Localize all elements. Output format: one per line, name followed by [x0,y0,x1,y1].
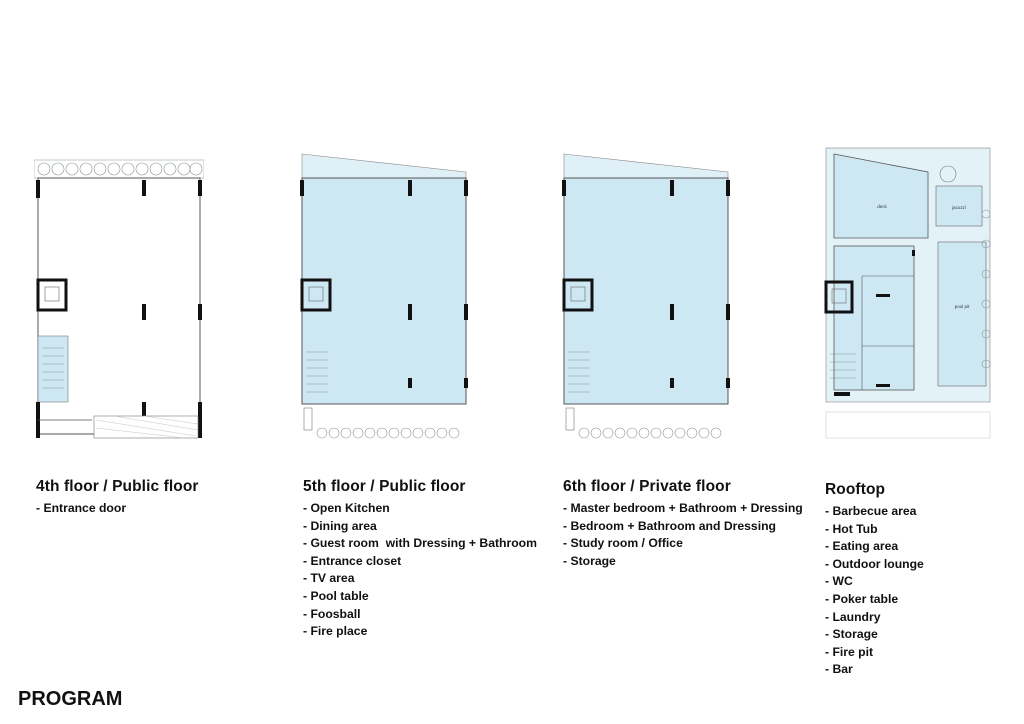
program-item: - WC [825,574,853,589]
program-item: - Hot Tub [825,521,878,536]
floor-5th-program-list: - Open Kitchen - Dining area - Guest roo… [303,500,537,641]
program-item: - Entrance door [36,501,127,515]
program-item: - Fire pit [825,644,874,659]
floor-5th-description: 5th floor / Public floor - Open Kitchen … [303,478,537,641]
program-item: - Guest room with Dressing + Bathroom [303,536,537,551]
program-item: - TV area [303,571,355,586]
pool-pit-label: pool pit [955,304,970,309]
program-item: - Bar [825,662,853,677]
floor-5th-title: 5th floor / Public floor [303,478,466,495]
floor-6th-description: 6th floor / Private floor - Master bedro… [563,478,803,570]
program-item: - Master bedroom + Bathroom + Dressing [563,501,803,515]
jacuzzi-label: jacuzzi [951,205,966,210]
program-item: - Study room / Office [563,536,683,551]
program-item: - Foosball [303,606,361,621]
rooftop-title: Rooftop [825,481,886,498]
program-item: - Storage [825,627,878,642]
program-item: - Storage [563,553,616,568]
floor-plan-5th [298,152,470,444]
program-item: - Eating area [825,539,899,554]
floor-4th-program-list: - Entrance door [36,500,199,518]
deck-label: deck [877,204,887,209]
program-item: - Barbecue area [825,504,917,518]
program-item: - Pool table [303,588,369,603]
program-item: - Open Kitchen [303,501,390,515]
floor-6th-title: 6th floor / Private floor [563,478,731,495]
floor-6th-program-list: - Master bedroom + Bathroom + Dressing -… [563,500,803,570]
program-item: - Outdoor lounge [825,556,924,571]
floor-4th-description: 4th floor / Public floor - Entrance door [36,478,199,518]
program-item: - Dining area [303,518,377,533]
floor-plan-4th [34,158,204,444]
program-item: - Bedroom + Bathroom and Dressing [563,518,776,533]
floor-plan-6th [560,152,732,444]
page-title: PROGRAM [18,688,123,710]
rooftop-description: Rooftop - Barbecue area - Hot Tub - Eati… [825,481,924,679]
rooftop-program-list: - Barbecue area - Hot Tub - Eating area … [825,503,924,679]
floor-plan-rooftop: deck jacuzzi pool pit [822,146,994,442]
program-item: - Fire place [303,624,368,639]
program-item: - Laundry [825,609,881,624]
program-item: - Entrance closet [303,553,402,568]
floor-4th-title: 4th floor / Public floor [36,478,199,495]
program-item: - Poker table [825,591,899,606]
